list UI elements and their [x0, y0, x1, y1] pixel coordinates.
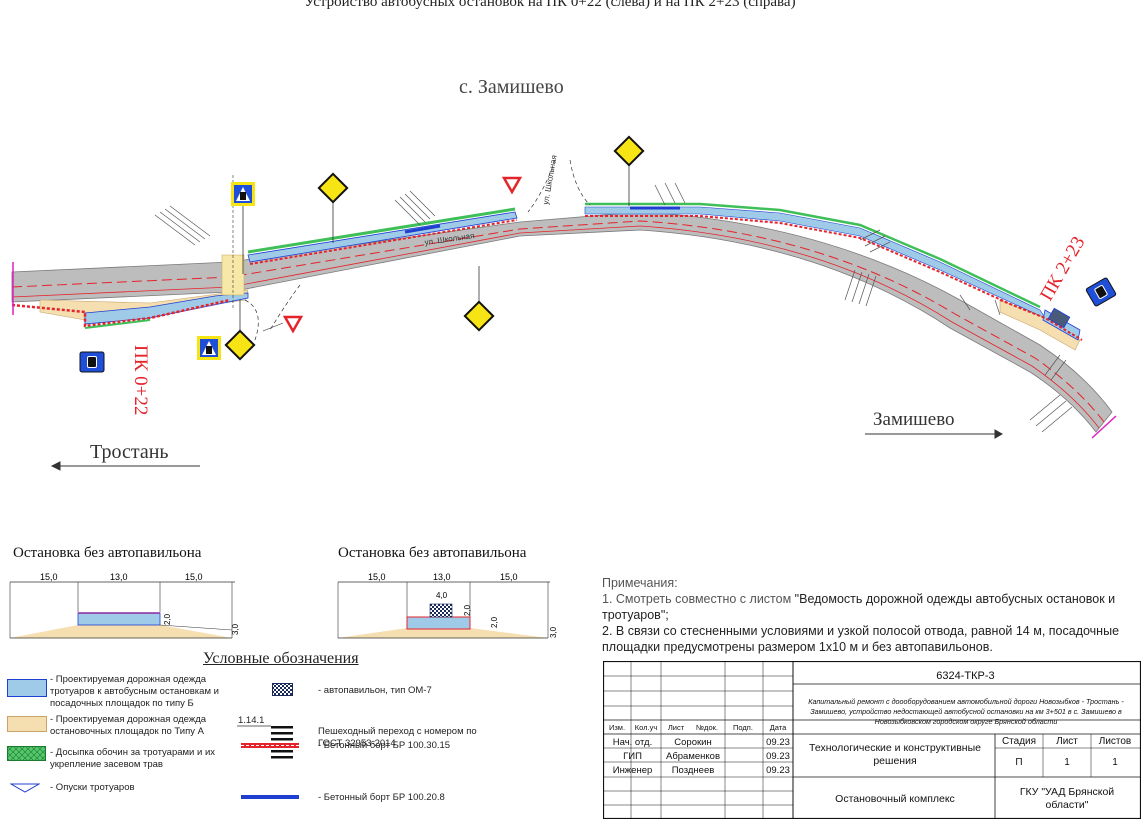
- main-road-sign: [613, 135, 645, 206]
- sheets-label: Листов: [1098, 736, 1132, 747]
- role-cell: ГИП: [623, 751, 642, 762]
- date-cell: 09.23: [766, 737, 790, 748]
- title-block: [603, 661, 1141, 819]
- dim-label: 2,0: [463, 604, 472, 616]
- yield-sign: [501, 176, 523, 195]
- crossing-sign: [197, 336, 221, 360]
- walkway-upper: [247, 211, 518, 263]
- curb-red-icon: [241, 743, 299, 748]
- legend-text: - автопавильон, тип ОМ-7: [318, 685, 432, 696]
- dim-label: 15,0: [185, 572, 203, 582]
- org-name: ГКУ "УАД Брянской области": [1019, 786, 1115, 811]
- note-1: 1. Смотреть совместно с листом "Ведомост…: [602, 592, 1137, 623]
- doc-code: 6324-ТКР-3: [936, 670, 995, 682]
- legend-text: - Бетонный борт БР 100.20.8: [318, 792, 445, 803]
- arrow-left: [50, 461, 200, 471]
- section-right-drawing: [337, 581, 550, 639]
- col-header: Подп.: [733, 723, 753, 732]
- crossing-sign: [231, 182, 255, 274]
- arrow-right: [865, 429, 1004, 439]
- bus-stop-sign: [79, 351, 105, 373]
- bus-stop-sign: [1085, 277, 1117, 307]
- dim-label: 3,0: [549, 626, 558, 638]
- pk-left-label: ПК 0+22: [130, 345, 151, 415]
- stage-label: Стадия: [1001, 736, 1037, 747]
- legend-text: - Проектируемая дорожная одежда тротуаро…: [50, 674, 219, 709]
- dim-label: 15,0: [368, 572, 386, 582]
- role-cell: Нач. отд.: [612, 737, 653, 748]
- legend-swatch-green: [7, 746, 46, 761]
- crosswalk-icon: [237, 725, 293, 759]
- date-cell: 09.23: [766, 751, 790, 762]
- main-road-sign: [224, 300, 256, 361]
- street-label-2: ул. Школьная: [541, 154, 559, 205]
- page-title: Устройство автобусных остановок на ПК 0+…: [304, 0, 796, 10]
- section-left-title: Остановка без автопавильона: [13, 545, 202, 561]
- dim-label: 2,0: [490, 616, 499, 628]
- sheet-label: Лист: [1056, 736, 1078, 747]
- main-road-sign: [463, 266, 495, 332]
- pk-right-label: ПК 2+23: [1036, 233, 1089, 304]
- legend-swatch-walkway: [7, 679, 47, 697]
- curb-blue-icon: [241, 795, 299, 799]
- dim-label: 15,0: [500, 572, 518, 582]
- village-label: с. Замишево: [459, 76, 564, 98]
- dim-label: 15,0: [40, 572, 58, 582]
- name-cell: Сорокин: [674, 737, 712, 748]
- legend-text: - Опуски тротуаров: [50, 782, 135, 793]
- object-name: Остановочный комплекс: [835, 793, 955, 805]
- place-left-label: Тростань: [90, 441, 169, 463]
- dim-label: 2,0: [163, 613, 172, 625]
- name-cell: Абраменков: [666, 751, 720, 762]
- road-surface: [11, 211, 1113, 433]
- curb-drop-icon: [10, 783, 40, 793]
- project-description: Капитальный ремонт с доооборудованием ав…: [808, 697, 1124, 726]
- walkway-left: [84, 292, 249, 325]
- place-right-label: Замишево: [873, 409, 955, 430]
- note-1-prefix: 1. Смотреть совместно с листом: [602, 592, 795, 606]
- legend-title: Условные обозначения: [203, 650, 359, 667]
- col-header: №док.: [696, 723, 718, 732]
- name-cell: Позднеев: [671, 765, 715, 776]
- legend-text: - Бетонный борт БР 100.30.15: [318, 740, 451, 751]
- main-road-sign: [317, 172, 349, 243]
- road-plan: ул. Школьная ул. Школьная: [11, 135, 1117, 471]
- notes-heading: Примечания:: [602, 576, 678, 590]
- cross-sections: 15,0 13,0 15,0 2,0 3,0 15,0 13,0 15,0 4,…: [9, 572, 558, 639]
- role-cell: Инженер: [612, 765, 653, 776]
- date-cell: 09.23: [766, 765, 790, 776]
- dim-label: 4,0: [436, 591, 448, 600]
- col-header: Лист: [667, 723, 685, 732]
- dim-label: 13,0: [433, 572, 451, 582]
- dim-label: 3,0: [231, 623, 240, 635]
- legend-text: - Досыпка обочин за тротуарами и их укре…: [50, 747, 215, 770]
- section-left-drawing: [9, 581, 235, 639]
- stage-value: П: [1015, 757, 1023, 768]
- note-2: 2. В связи со стесненными условиями и уз…: [602, 624, 1120, 654]
- pavilion-icon: [272, 683, 293, 696]
- col-header: Дата: [769, 723, 787, 732]
- legend-text: Пешеходный переход с номером по ГОСТ 329…: [318, 726, 477, 749]
- sheets-value: 1: [1112, 757, 1118, 768]
- legend-swatch-platform: [7, 716, 47, 732]
- yield-sign: [262, 315, 304, 334]
- dim-label: 13,0: [110, 572, 128, 582]
- road-centerline: [11, 220, 1105, 423]
- legend-text: - Проектируемая дорожная одежда останово…: [50, 714, 207, 737]
- sheet-value: 1: [1064, 757, 1070, 768]
- crossing-code: 1.14.1: [238, 715, 265, 726]
- col-header: Кол.уч: [634, 723, 658, 732]
- section-title: Технологические и конструктивные решения: [809, 742, 981, 767]
- note-1-quote: "Ведомость дорожной одежды автобусных ос…: [602, 592, 1116, 622]
- col-header: Изм.: [608, 723, 626, 732]
- ditch-ticks: [154, 182, 1073, 433]
- section-right-title: Остановка без автопавильона: [338, 545, 527, 561]
